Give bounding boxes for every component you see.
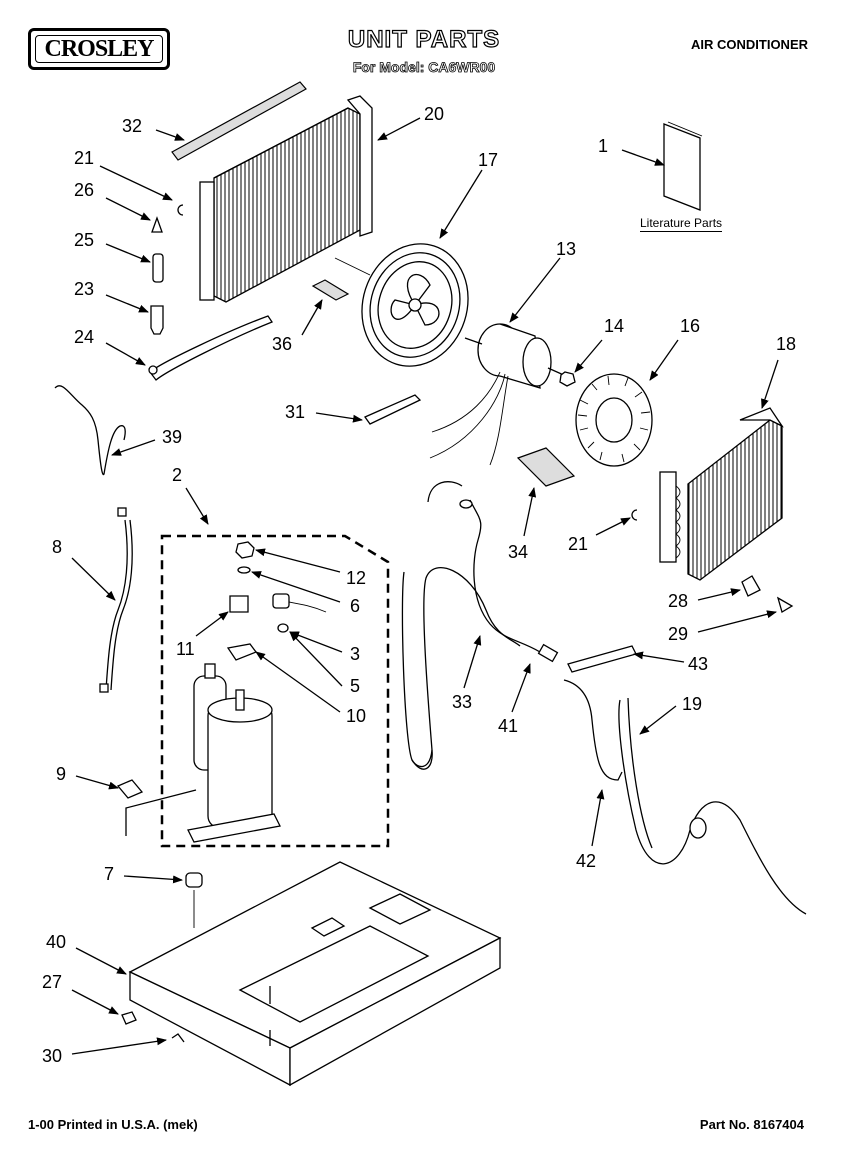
- part-36-bracket: [311, 279, 350, 301]
- callout-32: 32: [122, 116, 142, 136]
- callout-11: 11: [176, 639, 195, 659]
- callout-16: 16: [680, 316, 700, 336]
- callout-13: 13: [556, 239, 576, 259]
- part-25-tube: [152, 253, 164, 283]
- part-29-part: [776, 596, 794, 613]
- part-11-terminal-cover: [229, 595, 249, 613]
- callout-21: 21: [74, 148, 94, 168]
- part-5-grommet: [277, 623, 289, 633]
- callout-10: 10: [346, 706, 366, 726]
- callout-34: 34: [508, 542, 528, 562]
- callout-8: 8: [52, 537, 62, 557]
- callout-39: 39: [162, 427, 182, 447]
- part-42-tube: [563, 679, 623, 781]
- part-32-seal-strip: [171, 81, 307, 161]
- part-3-overload: [272, 593, 327, 613]
- callout-18: 18: [776, 334, 796, 354]
- part-19-tube: [618, 697, 807, 915]
- model-subtitle: For Model: CA6WR00: [352, 59, 496, 76]
- part-31-insulation: [364, 394, 422, 425]
- callout-41: 41: [498, 716, 518, 736]
- part-24-tube: [148, 315, 273, 381]
- callout-2: 2: [172, 465, 182, 485]
- callout-7: 7: [104, 864, 114, 884]
- brand-logo: CROSLEY: [28, 28, 170, 70]
- callout-labels: 32 20 21 26 17 1 25 13 23 24 36 14 16 18…: [42, 104, 796, 1066]
- part-14-nut: [559, 371, 576, 387]
- callout-20: 20: [424, 104, 444, 124]
- brand-logo-text: CROSLEY: [35, 35, 163, 63]
- part-33-tube: [401, 481, 521, 770]
- callout-30: 30: [42, 1046, 62, 1066]
- callout-1: 1: [598, 136, 608, 156]
- part-40-base-pan: [128, 861, 502, 1087]
- part-27-screw: [121, 1011, 137, 1025]
- part-39-tube: [54, 385, 126, 476]
- part-9-bracket: [116, 779, 144, 799]
- part-43-tube: [567, 645, 637, 673]
- callout-27: 27: [42, 972, 62, 992]
- appliance-type: AIR CONDITIONER: [691, 37, 808, 52]
- part-30-clip: [171, 1033, 185, 1043]
- callout-33: 33: [452, 692, 472, 712]
- callout-43: 43: [688, 654, 708, 674]
- part-7-grommet: [185, 872, 203, 928]
- callout-12: 12: [346, 568, 366, 588]
- callout-9: 9: [56, 764, 66, 784]
- callout-14: 14: [604, 316, 624, 336]
- callout-17: 17: [478, 150, 498, 170]
- part-21-clip-2: [631, 509, 638, 521]
- callout-3: 3: [350, 644, 360, 664]
- part-13-motor: [429, 323, 567, 466]
- part-20-evaporator-coil: [199, 95, 373, 303]
- part-6-washer: [237, 566, 251, 574]
- part-10-compressor: [125, 663, 281, 843]
- callout-19: 19: [682, 694, 702, 714]
- leader-lines: [71, 117, 779, 1055]
- callout-21-second: 21: [568, 534, 588, 554]
- callout-36: 36: [272, 334, 292, 354]
- part-23-fitting: [150, 305, 164, 335]
- page-title: UNIT PARTS: [347, 25, 501, 53]
- part-2-compressor-kit: [160, 534, 390, 848]
- callout-40: 40: [46, 932, 66, 952]
- callout-6: 6: [350, 596, 360, 616]
- part-26-cap: [151, 216, 163, 233]
- callout-31: 31: [285, 402, 305, 422]
- part-number: Part No. 8167404: [699, 1117, 804, 1132]
- literature-parts-label: Literature Parts: [640, 216, 723, 232]
- part-16-blower-wheel: [575, 373, 653, 467]
- callout-29: 29: [668, 624, 688, 644]
- part-18-condenser-coil: [659, 407, 784, 581]
- part-21-clip: [177, 204, 184, 216]
- callout-24: 24: [74, 327, 94, 347]
- part-34-pad: [516, 447, 576, 487]
- part-28-clip: [741, 575, 761, 597]
- callout-5: 5: [350, 676, 360, 696]
- callout-42: 42: [576, 851, 596, 871]
- part-41-tube: [459, 499, 559, 663]
- print-info: 1-00 Printed in U.S.A. (mek): [28, 1117, 198, 1132]
- callout-28: 28: [668, 591, 688, 611]
- callout-25: 25: [74, 230, 94, 250]
- part-8-wire-harness: [99, 507, 133, 693]
- part-10-gasket: [226, 643, 258, 661]
- callout-26: 26: [74, 180, 94, 200]
- part-17-fan-shroud: [334, 243, 469, 367]
- part-1-literature: [663, 121, 703, 211]
- callout-23: 23: [74, 279, 94, 299]
- part-12-nut: [235, 541, 255, 559]
